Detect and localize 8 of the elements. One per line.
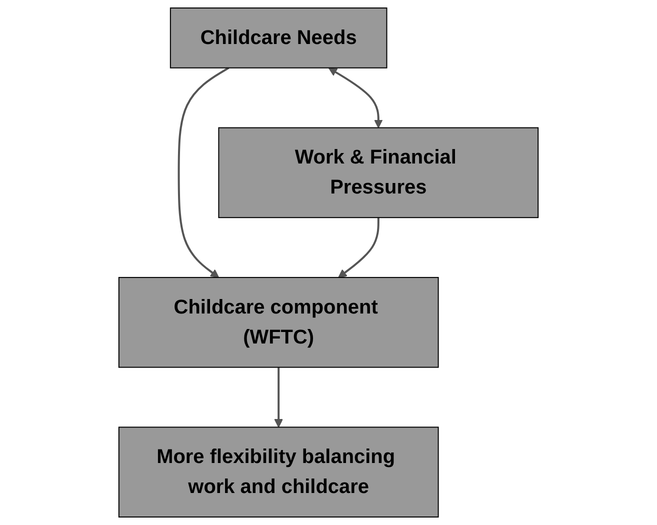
node-box: Childcare component (WFTC) [118,276,439,368]
arrow [328,68,383,128]
arrow [178,67,230,278]
node-box: More flexibility balancing work and childcare [118,426,439,518]
node-box: Childcare Needs [170,7,388,68]
node-box: Work & Financial Pressures [218,127,539,218]
arrow [274,367,283,428]
arrow [338,218,380,278]
